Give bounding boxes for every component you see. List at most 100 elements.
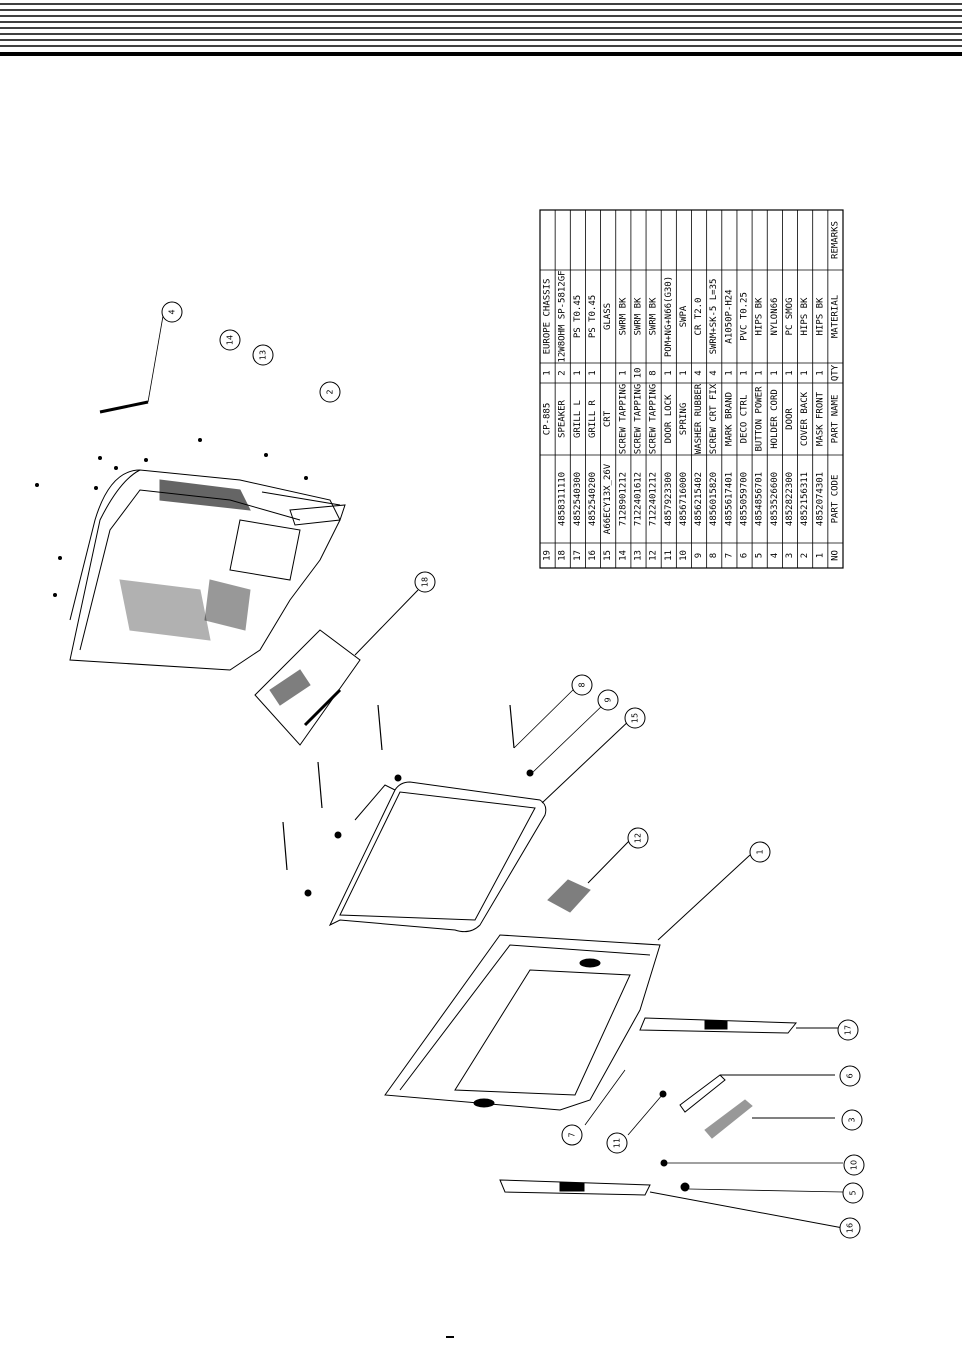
table-cell-name: BUTTON POWER xyxy=(755,386,765,452)
callout-number: 18 xyxy=(421,577,430,587)
table-cell-qty: 1 xyxy=(785,370,795,375)
table-cell-no: 2 xyxy=(800,553,810,558)
table-cell-material: PC SMOG xyxy=(785,298,795,336)
table-cell-material: PVC T0.25 xyxy=(740,292,750,341)
table-header-remarks: REMARKS xyxy=(830,221,840,259)
table-cell-qty: 1 xyxy=(770,370,780,375)
page-number xyxy=(446,1336,454,1338)
table-cell-name: SPRING xyxy=(679,403,689,436)
door-lock-drawing xyxy=(547,839,631,913)
table-cell-code: 4852822300 xyxy=(785,472,795,526)
table-cell-no: 7 xyxy=(724,553,734,558)
callout-circle xyxy=(219,329,241,351)
callout-number: 10 xyxy=(850,1160,859,1170)
callout-circle xyxy=(837,1019,859,1041)
table-cell-material: GLASS xyxy=(603,303,613,330)
table-cell-code: 7128901212 xyxy=(618,472,628,526)
callout-circle xyxy=(749,841,771,863)
table-cell-no: 13 xyxy=(633,550,643,561)
table-cell-name: COVER BACK xyxy=(800,391,810,446)
table-cell-material: PS T0.45 xyxy=(588,295,598,338)
table-cell-material: HIPS BK xyxy=(755,297,765,336)
table-cell-material: HIPS BK xyxy=(800,297,810,336)
table-cell-qty: 1 xyxy=(573,370,583,375)
callout-circle xyxy=(839,1065,861,1087)
table-cell-qty: 1 xyxy=(588,370,598,375)
table-cell-name: CRT xyxy=(603,410,613,427)
table-cell-no: 11 xyxy=(664,550,674,561)
callout-number: 8 xyxy=(578,682,587,687)
table-cell-material: CR T2.0 xyxy=(694,298,704,336)
table-cell-qty: 1 xyxy=(664,370,674,375)
table-cell-qty: 1 xyxy=(724,370,734,375)
table-cell-qty: 1 xyxy=(679,370,689,375)
table-cell-name: GRILL R xyxy=(588,399,598,438)
crt-screws-drawing xyxy=(282,684,606,897)
table-cell-no: 18 xyxy=(558,550,568,561)
table-cell-name: GRILL L xyxy=(573,400,583,438)
table-cell-material: SWRM BK xyxy=(633,297,643,336)
table-cell-code: A66ECY13X_26V xyxy=(603,463,613,534)
callout-circle xyxy=(571,674,593,696)
callout-circle xyxy=(842,1182,864,1204)
table-cell-material: SWRM+SK-5 L=35 xyxy=(709,279,719,355)
callout-number: 17 xyxy=(844,1025,853,1035)
table-cell-qty: 2 xyxy=(558,370,568,375)
table-cell-name: SCREW TAPPING xyxy=(618,384,628,454)
callout-circle xyxy=(161,301,183,323)
table-cell-code: 4855617401 xyxy=(724,472,734,526)
table-header-qty: QTY xyxy=(830,364,840,381)
table-cell-code: 4853526600 xyxy=(770,472,780,526)
table-cell-code: 7122401212 xyxy=(649,472,659,526)
table-cell-name: MASK FRONT xyxy=(815,391,825,446)
holder-cord-drawing xyxy=(99,315,164,414)
table-cell-qty: 1 xyxy=(543,370,553,375)
table-cell-no: 6 xyxy=(740,553,750,558)
table-cell-name: DOOR xyxy=(785,408,795,430)
table-header-material: MATERIAL xyxy=(830,295,840,338)
table-cell-no: 15 xyxy=(603,550,613,561)
table-cell-name: DECO CTRL xyxy=(740,395,750,444)
speaker-board-drawing xyxy=(254,589,419,746)
table-header-code: PART CODE xyxy=(830,475,840,524)
table-cell-code: 4852540200 xyxy=(588,472,598,526)
table-cell-no: 9 xyxy=(694,553,704,558)
callout-number: 11 xyxy=(613,1138,622,1148)
table-cell-no: 8 xyxy=(709,553,719,558)
callout-circle xyxy=(843,1154,865,1176)
callout-circle xyxy=(624,707,646,729)
callout-circle xyxy=(841,1109,863,1131)
table-cell-name: SCREW TAPPING xyxy=(633,384,643,454)
table-cell-no: 14 xyxy=(618,550,628,561)
table-cell-name: DOOR LOCK xyxy=(664,394,674,443)
callout-circle xyxy=(561,1124,583,1146)
table-cell-name: HOLDER CORD xyxy=(770,389,780,449)
table-cell-no: 12 xyxy=(649,550,659,561)
table-cell-material: SWPA xyxy=(679,305,689,327)
table-cell-name: MARK BRAND xyxy=(724,392,734,446)
table-cell-code: 4856015820 xyxy=(709,472,719,526)
callout-circle xyxy=(839,1217,861,1239)
table-cell-code: 4852540300 xyxy=(573,472,583,526)
table-cell-code: 4856716000 xyxy=(679,472,689,526)
table-cell-material: SWRM BK xyxy=(649,297,659,336)
table-cell-name: SPEAKER xyxy=(558,399,568,438)
table-cell-no: 16 xyxy=(588,550,598,561)
table-cell-no: 17 xyxy=(573,550,583,561)
table-cell-code: 4858311110 xyxy=(558,472,568,526)
table-cell-qty: 1 xyxy=(740,370,750,375)
table-cell-no: 4 xyxy=(770,553,780,558)
cover-back-drawing xyxy=(69,469,346,671)
callout-number: 1 xyxy=(756,849,765,854)
table-cell-material: 12W8OHM SP-5812GF xyxy=(558,270,568,362)
table-cell-code: 4855059700 xyxy=(740,472,750,526)
door-drawing xyxy=(704,1099,835,1139)
callout-number: 12 xyxy=(634,833,643,843)
small-parts-bottom xyxy=(584,1069,844,1193)
callout-number: 7 xyxy=(568,1132,577,1137)
table-cell-code: 7122401612 xyxy=(633,472,643,526)
table-cell-qty: 1 xyxy=(815,370,825,375)
